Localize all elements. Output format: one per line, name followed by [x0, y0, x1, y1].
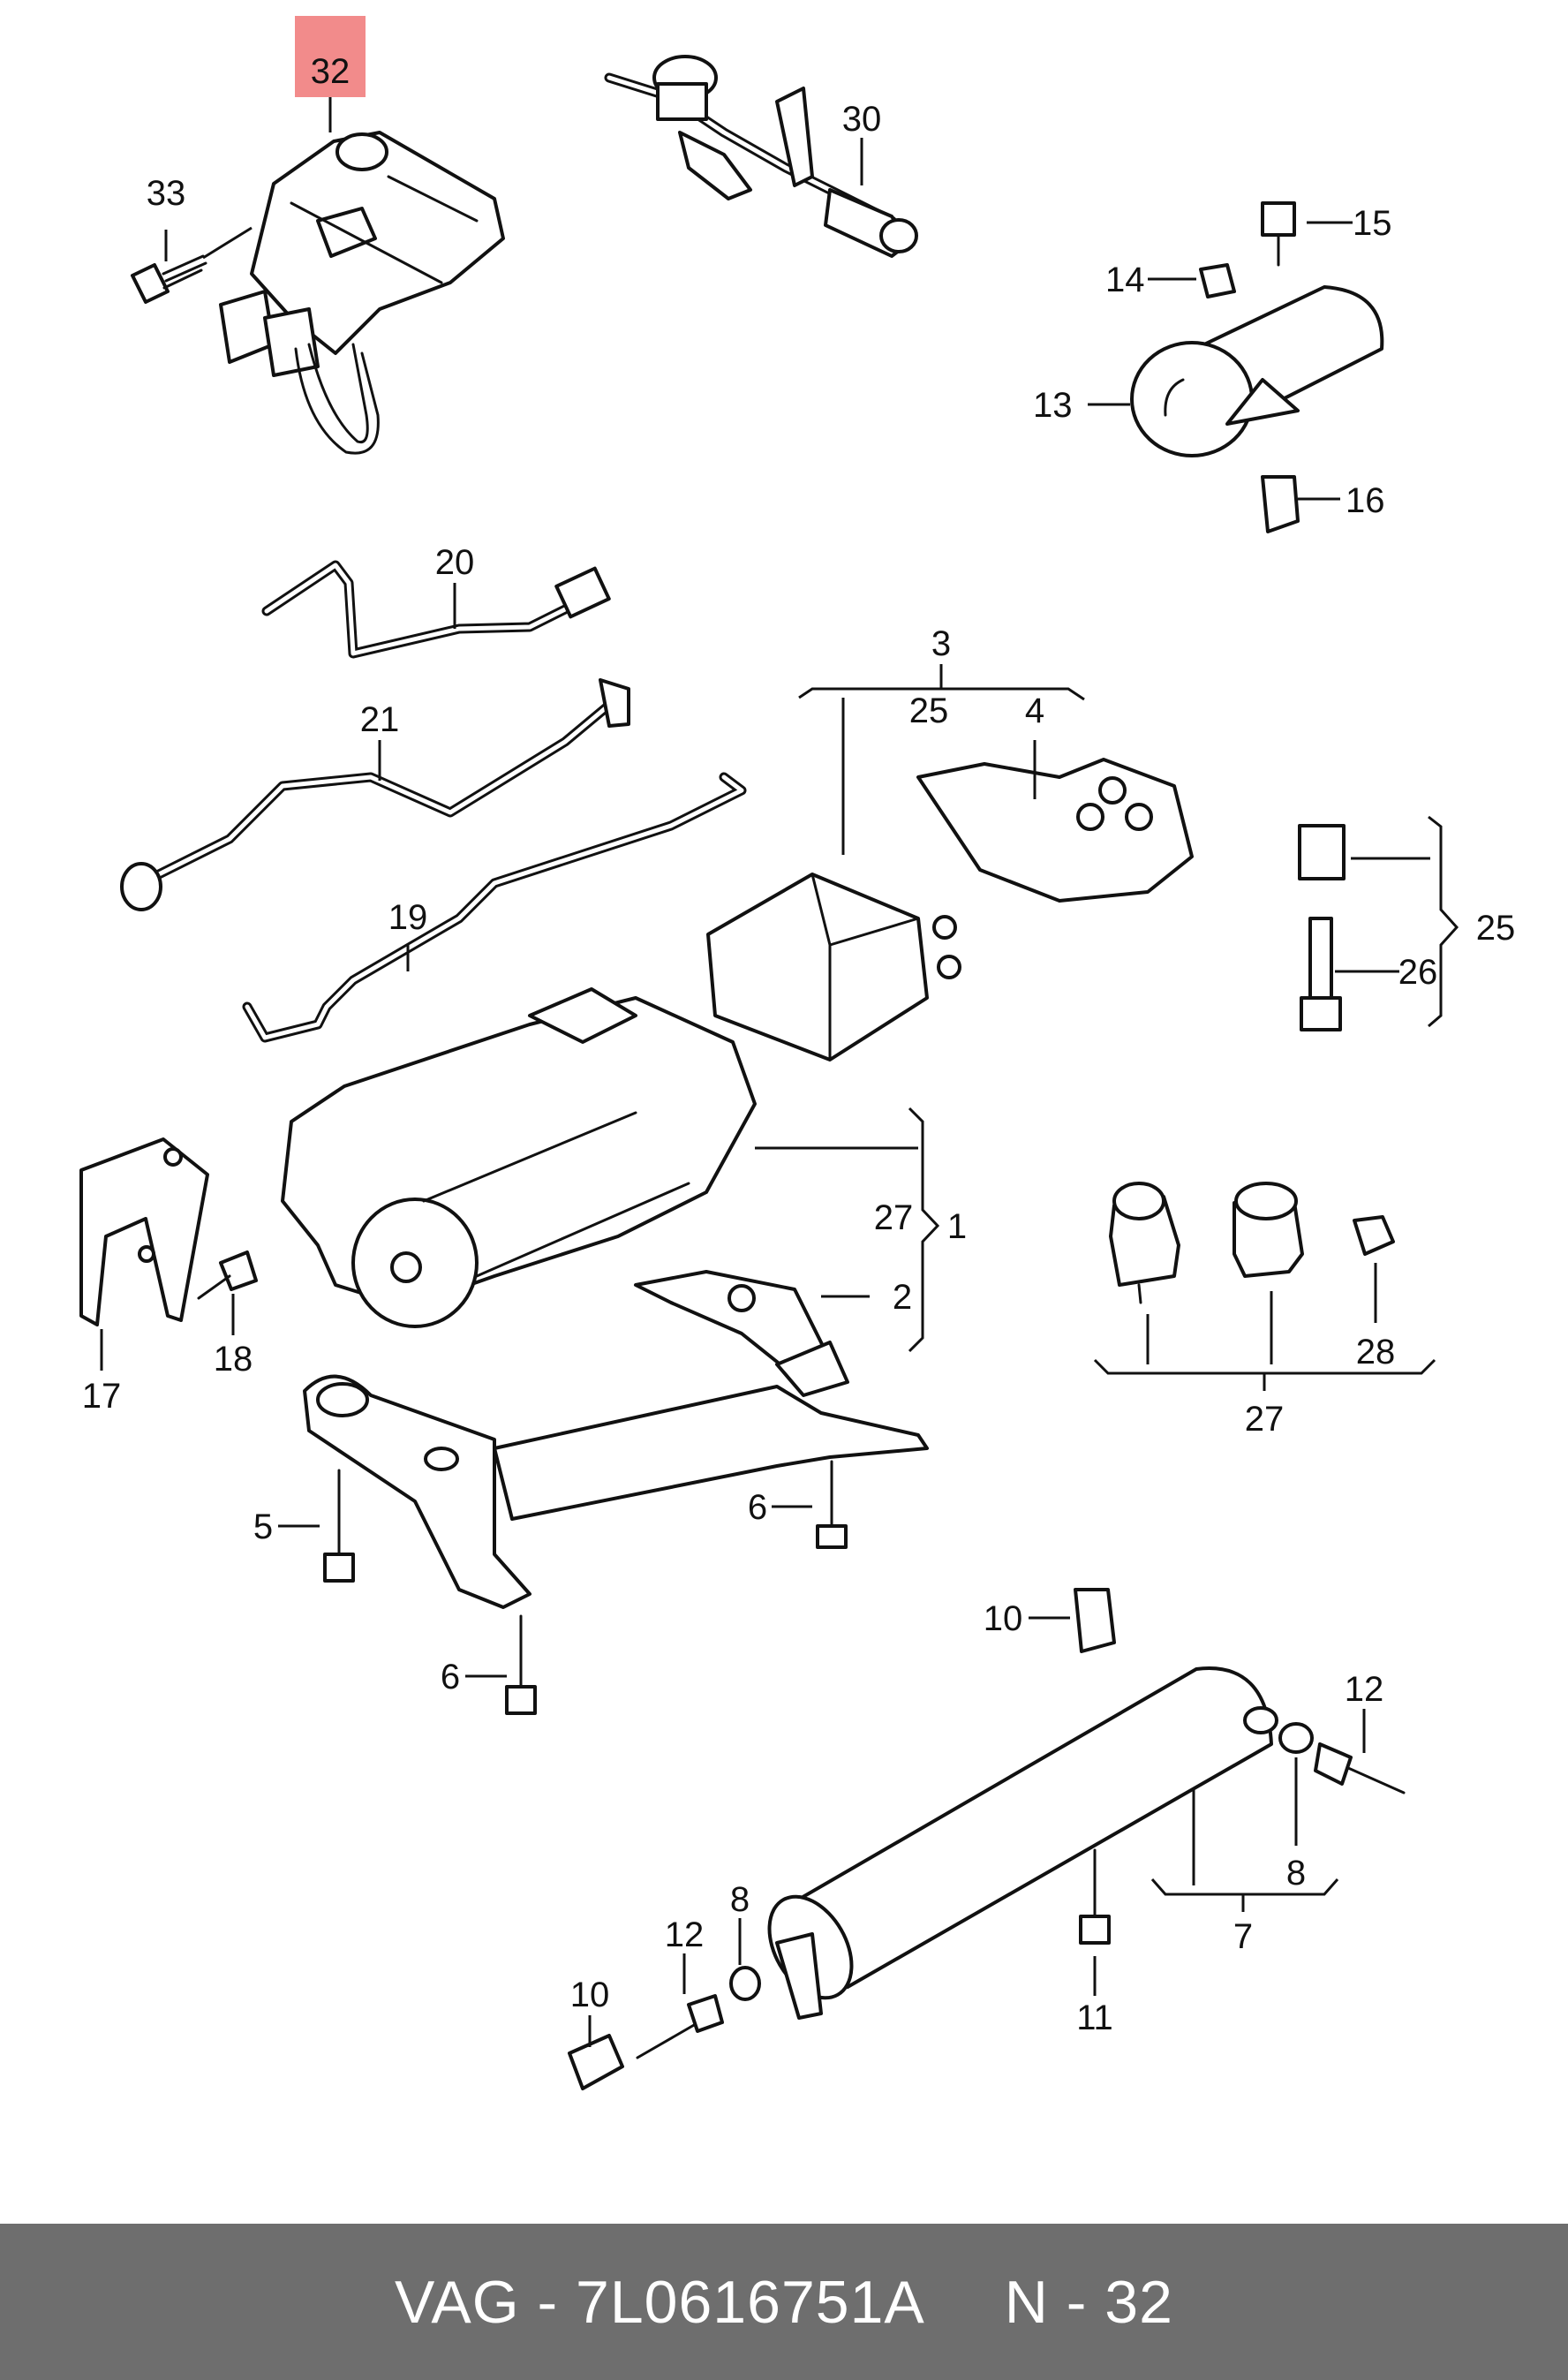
callout-26: 26: [1398, 953, 1438, 992]
part-19-pipe: [242, 772, 747, 1043]
callout-2: 2: [893, 1278, 912, 1317]
part-15-bolt: [1261, 201, 1296, 267]
part-17-bracket: [79, 1137, 209, 1326]
callout-8-lower: 8: [730, 1880, 750, 1919]
callout-25-upper: 25: [909, 691, 949, 730]
callout-7: 7: [1233, 1917, 1253, 1956]
part-20-pipe: [261, 560, 611, 659]
callout-14: 14: [1105, 261, 1145, 299]
part-4-bracket: [916, 758, 1194, 903]
part-6-bolt: [816, 1460, 848, 1549]
callout-13: 13: [1033, 386, 1073, 425]
part-3-control-unit: [706, 873, 961, 1062]
part-14-nut: [1199, 263, 1236, 298]
callout-10-lower: 10: [570, 1976, 610, 2014]
part-7-cylinder: [767, 1666, 1278, 2020]
highlight-box-32: [295, 16, 366, 97]
callout-1: 1: [947, 1207, 967, 1246]
callout-8-right: 8: [1286, 1854, 1306, 1893]
part-21-hose: [120, 678, 630, 911]
callout-33: 33: [147, 174, 186, 213]
callout-21: 21: [360, 700, 400, 739]
part-12-bolt: [1314, 1742, 1406, 1794]
callout-4: 4: [1025, 691, 1044, 730]
callout-18: 18: [214, 1340, 253, 1379]
callout-30: 30: [842, 100, 882, 139]
footer-bar: VAG - 7L0616751A N - 32: [0, 2224, 1568, 2380]
part-10-nut: [1074, 1588, 1116, 1653]
callout-19: 19: [388, 898, 428, 937]
callout-11: 11: [1076, 1998, 1113, 2037]
callout-6-right: 6: [748, 1488, 767, 1527]
callout-20: 20: [435, 543, 475, 582]
part-13-canister: [1130, 285, 1384, 457]
callout-5: 5: [253, 1507, 273, 1546]
callout-27-compressor: 27: [874, 1198, 914, 1237]
footer-text: VAG - 7L0616751A N - 32: [395, 2268, 1173, 2337]
part-18-bolt: [197, 1250, 258, 1300]
footer-position: N - 32: [1004, 2268, 1173, 2336]
part-1-compressor: [281, 987, 757, 1328]
callout-27-mounts: 27: [1245, 1400, 1285, 1439]
part-5-bolt: [323, 1469, 355, 1583]
callout-12-lower: 12: [665, 1915, 705, 1954]
part-8-spacer-lower: [729, 1966, 761, 2001]
part-8-spacer: [1278, 1722, 1314, 1754]
footer-separator: -: [519, 2268, 577, 2336]
footer-brand: VAG: [395, 2268, 520, 2336]
part-26-bolt: [1300, 917, 1342, 1031]
part-27-bump-stop: [1233, 1182, 1304, 1278]
part-12-bolt-lower: [636, 1994, 724, 2059]
part-11-bolt: [1079, 1848, 1111, 1945]
callout-3: 3: [931, 624, 951, 663]
part-32-bracket: [219, 131, 505, 455]
part-27-rubber-mount: [1109, 1182, 1180, 1304]
callout-25-right: 25: [1476, 909, 1516, 948]
callout-15: 15: [1353, 204, 1392, 243]
part-10-nut-lower: [568, 2034, 624, 2090]
part-33-bolt: [131, 254, 207, 304]
callout-32: 32: [311, 52, 351, 91]
part-6-bolt-lower: [505, 1614, 537, 1715]
callout-28: 28: [1356, 1333, 1396, 1371]
part-28-nut: [1353, 1215, 1395, 1256]
part-16-plug: [1261, 475, 1300, 533]
callout-labels: 32 33 30 15 14 13 16 20 3 25 4 21 19 25 …: [82, 52, 1516, 2037]
part-25-bush: [1298, 824, 1346, 880]
callout-16: 16: [1346, 481, 1385, 520]
callout-17: 17: [82, 1377, 122, 1416]
part-subframe: [303, 1341, 929, 1609]
part-30-valve: [604, 55, 918, 258]
callout-12-right: 12: [1345, 1670, 1384, 1709]
footer-part-number: 7L0616751A: [576, 2268, 925, 2336]
callout-10-upper: 10: [984, 1599, 1023, 1638]
callout-6-lower: 6: [441, 1658, 460, 1696]
parts-diagram: 32 33 30 15 14 13 16 20 3 25 4 21 19 25 …: [79, 16, 1516, 2090]
